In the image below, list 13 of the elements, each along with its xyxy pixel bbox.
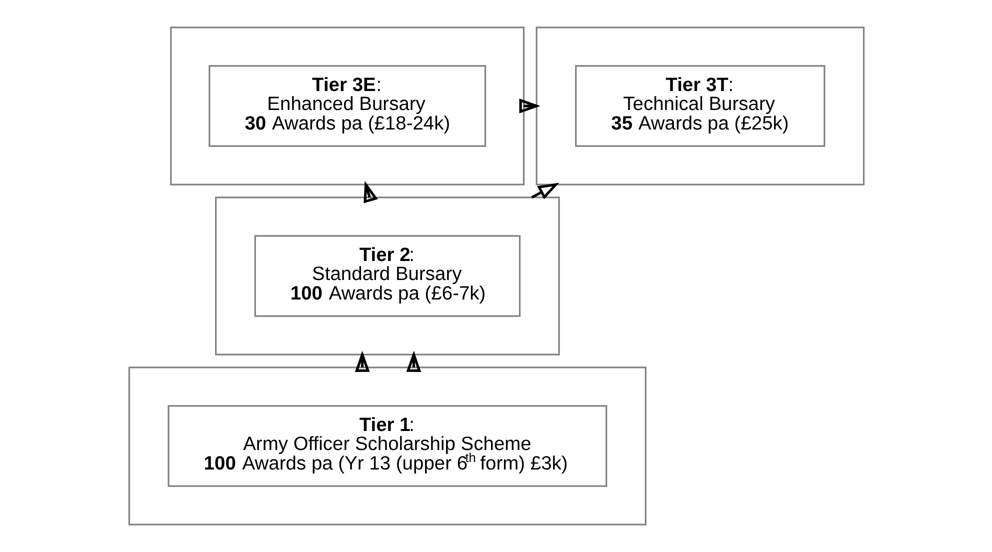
arrow [530,182,559,200]
cluster [535,26,864,186]
arrow [354,350,370,372]
arrow [363,180,378,204]
arrow [518,98,540,114]
node-box: Tier 3E: Enhanced Bursary 30 Awards pa (£18-24k) [208,65,486,147]
cluster [128,366,646,526]
cluster [214,196,560,356]
node-box: Tier 3T: Technical Bursary 35 Awards pa (£25k) [574,65,825,147]
node-box: Tier 1: Army Officer Scholarship Scheme 100 Awards pa (Yr 13 (upper 6$^{th}$ form) £3k) [167,405,607,487]
node-box: Tier 2: Standard Bursary 100 Awards pa (£6-7k) [254,235,520,317]
cluster [170,26,524,186]
arrow [406,350,421,372]
